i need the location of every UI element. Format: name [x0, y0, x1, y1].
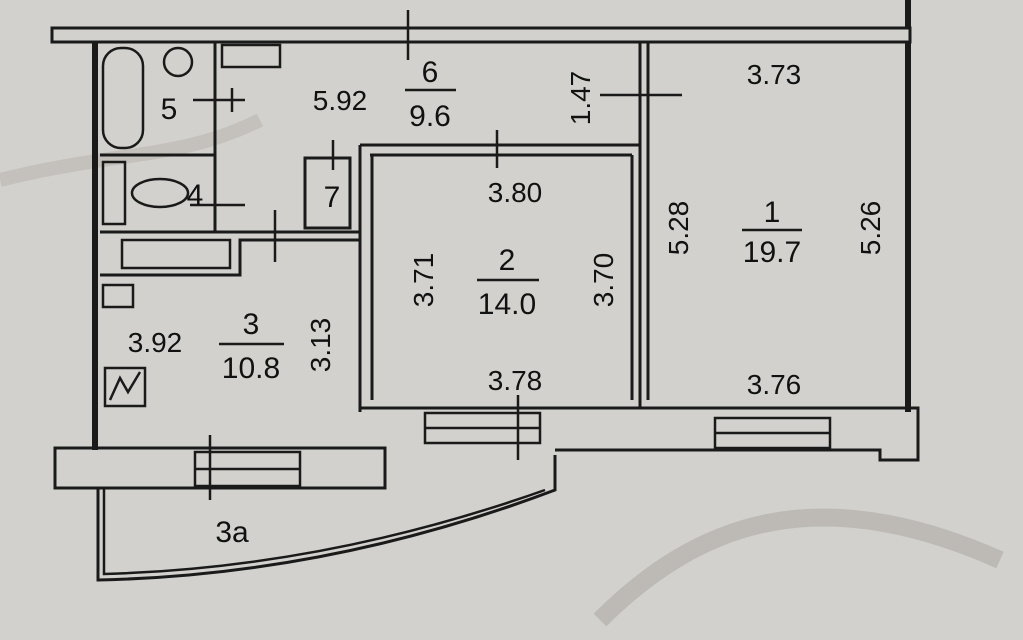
- closet-7: [303, 156, 352, 230]
- room7-number: 7: [324, 181, 341, 214]
- room6-dim-length: 5.92: [313, 85, 368, 116]
- room1-dim-bottom: 3.76: [747, 369, 802, 400]
- bathtub: [101, 46, 145, 150]
- fixtures: [101, 43, 282, 408]
- room6-number: 6: [422, 56, 439, 89]
- room2-dim-bottom: 3.78: [488, 365, 543, 396]
- balcony-wall: [53, 446, 387, 490]
- room1-area: 19.7: [743, 236, 801, 269]
- sink-kitchen: [101, 283, 135, 309]
- room4-number: 4: [187, 179, 204, 212]
- room2-area: 14.0: [478, 288, 536, 321]
- room6-area: 9.6: [409, 100, 451, 133]
- labels: 3.73 3.76 5.28 5.26 1 19.7 3.80 3.78 3.7…: [128, 56, 886, 549]
- room5-number: 5: [161, 93, 178, 126]
- door-markers: [190, 10, 682, 500]
- room3-area: 10.8: [222, 352, 280, 385]
- room3-number: 3: [243, 308, 260, 341]
- room3-dim-height: 3.13: [305, 318, 336, 373]
- stove: [103, 366, 147, 408]
- texture-stroke: [593, 508, 1004, 627]
- room1-dim-left: 5.28: [663, 201, 694, 256]
- room3-dim-width: 3.92: [128, 327, 183, 358]
- room6-dim-width: 1.47: [565, 71, 596, 126]
- toilet-tank: [101, 160, 127, 226]
- toilet-bowl: [130, 177, 190, 209]
- room1-dim-right: 5.26: [855, 201, 886, 256]
- sink: [162, 46, 194, 78]
- wall-kitchen-inner: [100, 238, 360, 277]
- top-wall: [50, 26, 912, 44]
- cabinet: [220, 43, 282, 69]
- balcony-outline: [96, 455, 557, 582]
- room2-dim-top: 3.80: [488, 177, 543, 208]
- room1-number: 1: [764, 196, 781, 229]
- room2-dim-right: 3.70: [588, 253, 619, 308]
- room2-dim-left: 3.71: [408, 253, 439, 308]
- windows: [193, 411, 832, 488]
- outer-walls: [50, 0, 920, 490]
- interior-walls: [100, 42, 650, 408]
- stove-symbol: [108, 371, 142, 401]
- room2-number: 2: [499, 244, 516, 277]
- room1-dim-top: 3.73: [747, 59, 802, 90]
- balcony-inner: [102, 488, 546, 576]
- balcony-number: 3a: [215, 516, 249, 549]
- counter: [120, 238, 232, 270]
